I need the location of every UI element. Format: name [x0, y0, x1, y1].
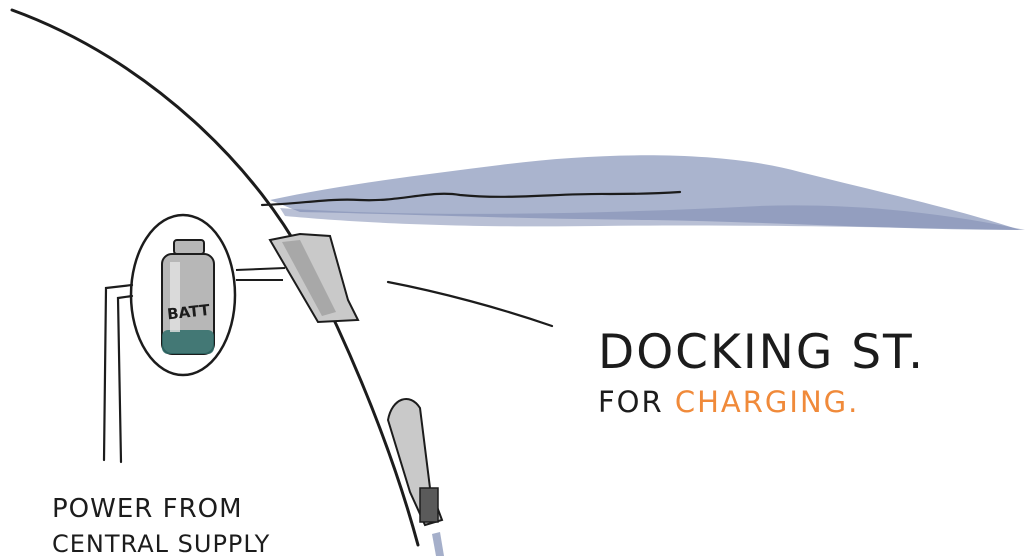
power-label-line1: POWER FROM — [52, 494, 243, 524]
docking-station — [270, 234, 358, 322]
power-label-line2: CENTRAL SUPPLY — [52, 530, 270, 556]
charging-label: FOR CHARGING. — [598, 385, 859, 419]
charging-highlight: CHARGING. — [675, 385, 859, 419]
charging-prefix: FOR — [598, 385, 675, 419]
leader-line — [388, 282, 552, 326]
battery-icon — [162, 240, 214, 354]
docking-label: DOCKING ST. — [598, 325, 925, 380]
power-cable — [104, 285, 132, 462]
connector-arm — [236, 268, 285, 280]
